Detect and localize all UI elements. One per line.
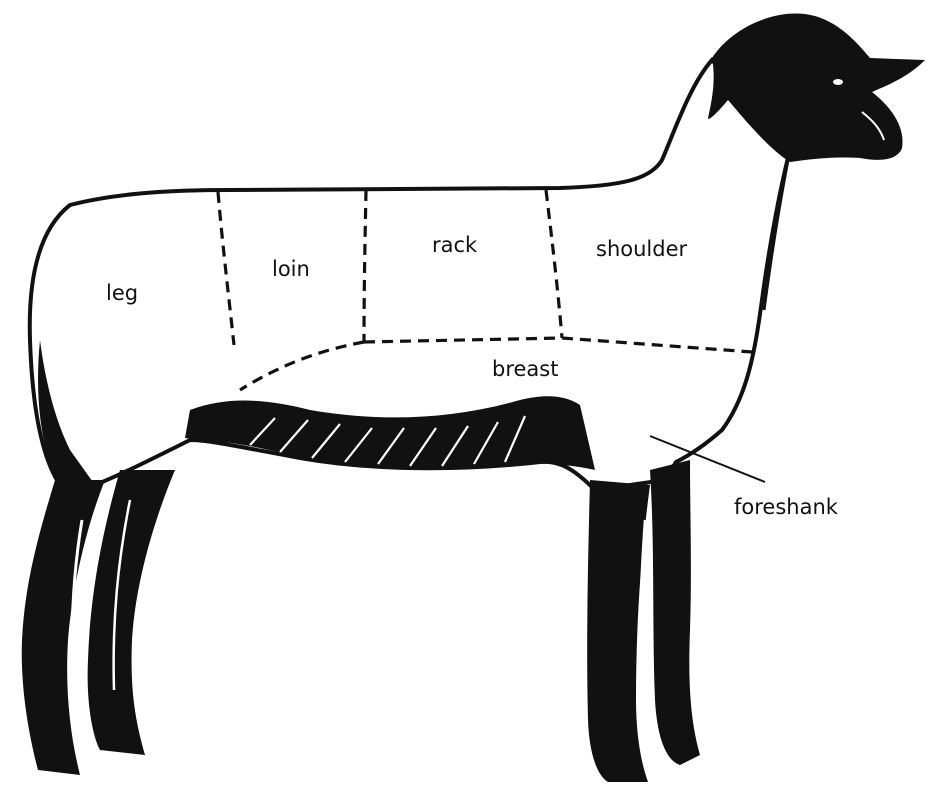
label-loin: loin	[272, 257, 310, 281]
label-shoulder: shoulder	[596, 237, 687, 261]
eye	[833, 79, 843, 85]
rear-leg-far	[88, 470, 175, 755]
label-leg: leg	[106, 281, 138, 305]
front-leg-far	[650, 460, 700, 765]
label-foreshank: foreshank	[734, 495, 839, 519]
label-breast: breast	[492, 357, 558, 381]
label-rack: rack	[432, 233, 478, 257]
